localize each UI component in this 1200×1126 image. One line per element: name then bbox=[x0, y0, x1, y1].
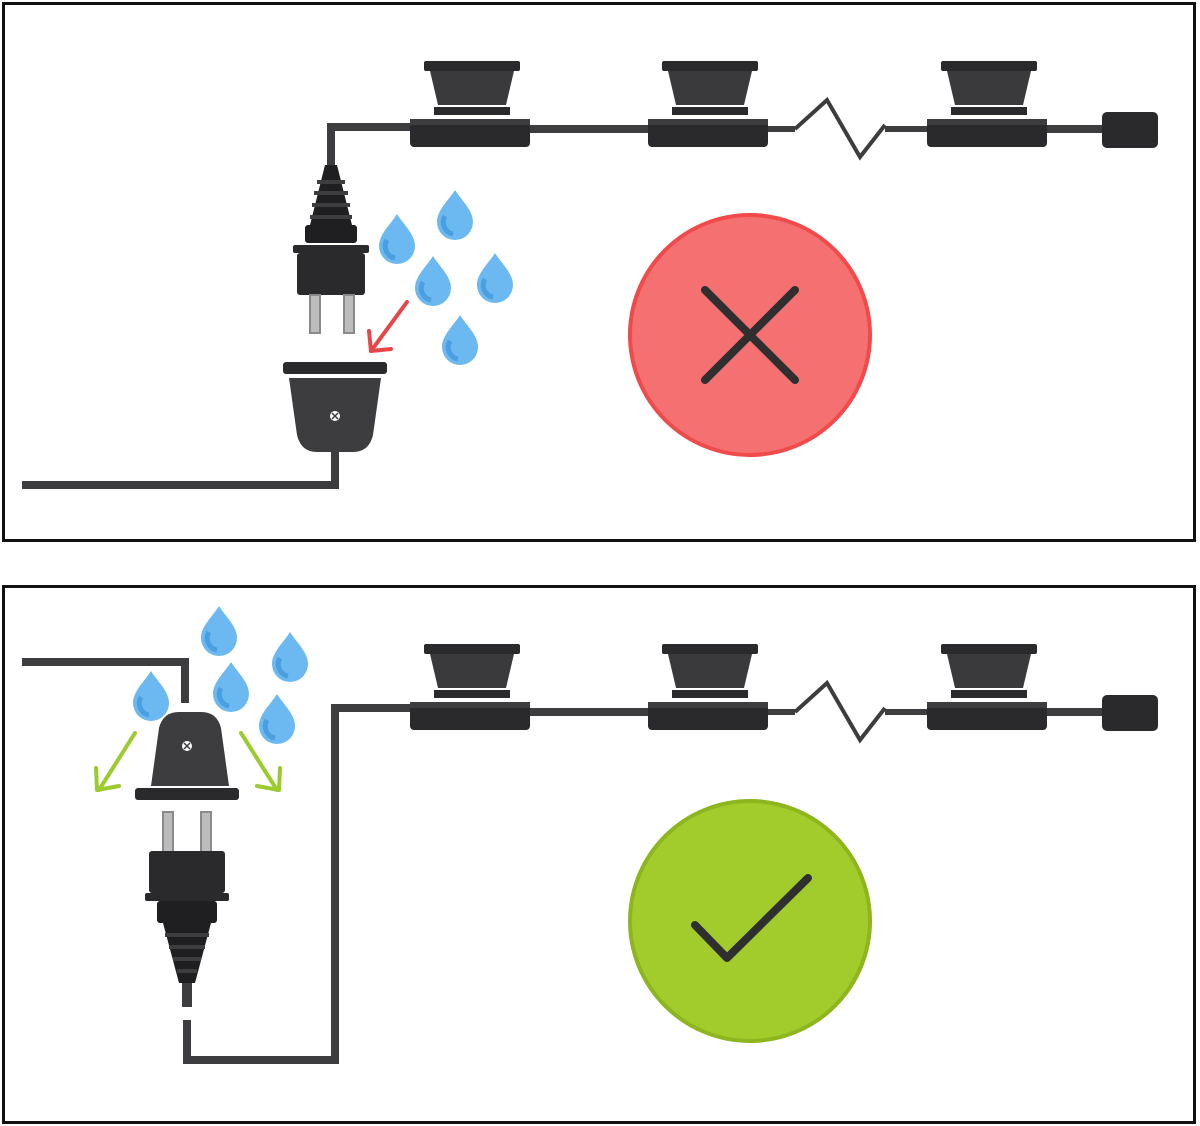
light-bulb bbox=[648, 61, 768, 147]
rain-droplets bbox=[133, 606, 308, 744]
light-bulb bbox=[410, 644, 530, 730]
rain-droplets bbox=[379, 190, 513, 365]
droplet-icon bbox=[477, 253, 513, 303]
droplet-icon bbox=[379, 214, 415, 264]
correct-status-badge bbox=[628, 799, 872, 1043]
droplet-icon bbox=[442, 315, 478, 365]
droplet-icon bbox=[415, 256, 451, 306]
droplet-icon bbox=[272, 632, 308, 682]
cable bbox=[183, 704, 411, 1064]
arrow-icon bbox=[239, 731, 282, 792]
end-cap bbox=[1102, 695, 1158, 731]
droplet-icon bbox=[133, 671, 169, 721]
plug bbox=[293, 165, 369, 334]
incorrect-connection-panel bbox=[2, 2, 1196, 542]
correct-connection-panel bbox=[2, 585, 1196, 1124]
incorrect-status-badge bbox=[628, 213, 872, 457]
droplet-icon bbox=[259, 694, 295, 744]
light-string bbox=[525, 96, 1158, 161]
light-bulb bbox=[927, 61, 1047, 147]
plug bbox=[145, 811, 229, 1007]
cross-icon bbox=[701, 286, 799, 384]
cable bbox=[22, 658, 189, 703]
cable-break-zigzag bbox=[793, 679, 887, 744]
end-cap bbox=[1102, 112, 1158, 148]
incorrect-connection-illustration bbox=[22, 61, 1158, 489]
socket bbox=[135, 712, 239, 800]
arrow-icon bbox=[367, 300, 409, 353]
droplet-icon bbox=[213, 662, 249, 712]
droplet-icon bbox=[437, 190, 473, 240]
socket bbox=[283, 362, 387, 452]
droplet-icon bbox=[201, 606, 237, 656]
check-icon bbox=[691, 874, 812, 962]
cable-break-zigzag bbox=[793, 96, 887, 161]
light-bulb bbox=[410, 61, 530, 147]
light-string bbox=[525, 679, 1158, 744]
light-bulb bbox=[927, 644, 1047, 730]
light-bulb bbox=[648, 644, 768, 730]
correct-connection-illustration bbox=[22, 606, 1158, 1064]
cable bbox=[22, 452, 339, 489]
arrow-icon bbox=[94, 731, 137, 792]
